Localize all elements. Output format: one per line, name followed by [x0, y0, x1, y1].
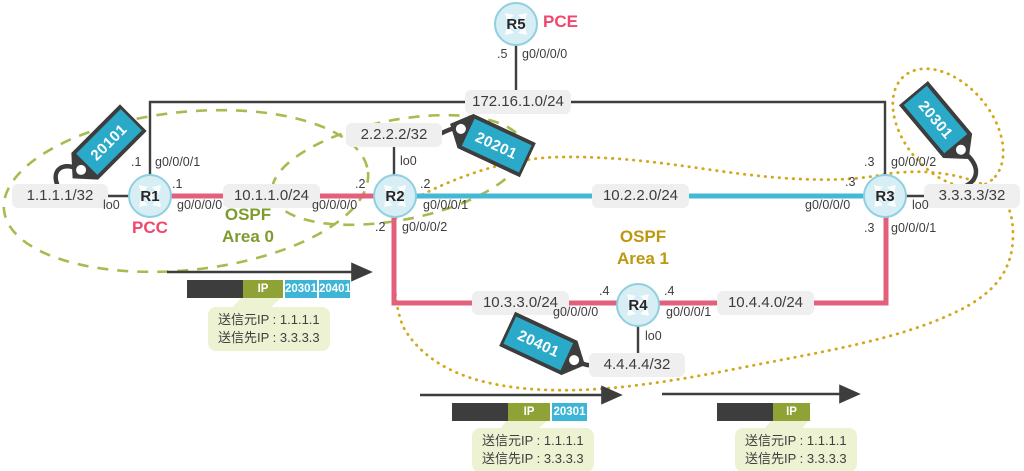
tag-hole	[454, 122, 467, 135]
router-icon	[139, 185, 161, 207]
if-r2-right: g0/0/0/1	[423, 198, 469, 212]
ospf-area0-line2: Area 0	[222, 227, 274, 246]
net-r2-r4: 10.3.3.0/24	[472, 291, 569, 315]
router-name: R4	[628, 296, 648, 314]
packet3-ip-header: IP	[773, 403, 810, 421]
if-r1-lo0: lo0	[103, 198, 120, 212]
callout-dst-ip: 送信先IP : 3.3.3.3	[482, 451, 584, 466]
role-pce-label: PCE	[543, 12, 578, 31]
if-num-r1-up: .1	[131, 155, 142, 169]
if-r3-up: g0/0/0/2	[891, 155, 937, 169]
router-r3: R3	[863, 174, 907, 218]
if-num-r4-right: .4	[664, 284, 675, 298]
packet3-callout: 送信元IP : 1.1.1.1 送信先IP : 3.3.3.3	[735, 428, 857, 471]
ospf-area1-outline	[391, 67, 1015, 392]
packet1-ip-header: IP	[243, 280, 283, 298]
packet1-callout: 送信元IP : 1.1.1.1 送信先IP : 3.3.3.3	[208, 307, 330, 351]
ospf-area1-line2: Area 1	[617, 249, 669, 268]
ospf-area0-label: OSPF Area 0	[188, 204, 308, 248]
callout-src-ip: 送信元IP : 1.1.1.1	[482, 433, 584, 448]
router-name: R3	[875, 187, 895, 205]
if-r4-right: g0/0/0/1	[666, 305, 712, 319]
if-num-r5: .5	[497, 47, 508, 61]
router-r5: R5	[494, 2, 538, 46]
if-num-r2-left: .2	[355, 177, 366, 191]
net-top: 172.16.1.0/24	[465, 90, 571, 114]
if-num-r1-right: .1	[172, 177, 183, 191]
if-num-r2-right: .2	[420, 177, 431, 191]
packet2-sid-20301: 20301	[552, 403, 587, 421]
if-num-r3-down: .3	[864, 221, 875, 235]
net-r2-r3: 10.2.2.0/24	[592, 184, 689, 208]
router-icon	[874, 185, 896, 207]
if-r2-left: g0/0/0/0	[312, 198, 358, 212]
if-r1-up: g0/0/0/1	[155, 155, 201, 169]
router-icon	[384, 185, 406, 207]
packet2-payload	[452, 403, 508, 421]
tag-hole	[74, 163, 88, 177]
tag-hole	[954, 143, 968, 157]
packet3-payload	[717, 403, 773, 421]
if-r3-down: g0/0/0/1	[891, 221, 937, 235]
net-loopback-r3: 3.3.3.3/32	[924, 184, 1020, 208]
net-loopback-r4: 4.4.4.4/32	[589, 353, 685, 377]
callout-src-ip: 送信元IP : 1.1.1.1	[218, 312, 320, 327]
if-r4-left: g0/0/0/0	[553, 305, 599, 319]
flow-arrows	[167, 262, 861, 405]
router-name: R5	[506, 15, 526, 33]
router-name: R1	[140, 187, 160, 205]
router-icon	[627, 294, 649, 316]
router-r1: R1	[128, 174, 172, 218]
callout-dst-ip: 送信先IP : 3.3.3.3	[218, 330, 320, 345]
packet2-callout: 送信元IP : 1.1.1.1 送信先IP : 3.3.3.3	[472, 428, 594, 471]
packet1-sid-20301: 20301	[285, 280, 317, 298]
ospf-area1-line1: OSPF	[619, 227, 667, 246]
if-r5: g0/0/0/0	[522, 47, 568, 61]
if-r2-down: g0/0/0/2	[402, 220, 448, 234]
if-r2-lo0: lo0	[400, 154, 417, 168]
ospf-area1-label: OSPF Area 1	[583, 226, 703, 270]
router-name: R2	[385, 187, 405, 205]
ospf-area0-line1: OSPF	[224, 205, 272, 224]
callout-dst-ip: 送信先IP : 3.3.3.3	[745, 451, 847, 466]
if-num-r4-left: .4	[599, 284, 610, 298]
tag-hole	[567, 353, 580, 366]
router-icon	[505, 13, 527, 35]
if-r3-left: g0/0/0/0	[805, 198, 851, 212]
if-num-r3-left: .3	[845, 175, 856, 189]
router-r4: R4	[616, 283, 660, 327]
if-num-r2-down: .2	[375, 220, 386, 234]
if-num-r3-up: .3	[864, 155, 875, 169]
packet1-payload	[187, 280, 243, 298]
role-pcc-label: PCC	[132, 218, 168, 237]
packet2-ip-header: IP	[508, 403, 550, 421]
router-r2: R2	[373, 174, 417, 218]
packet1-sid-20401: 20401	[319, 280, 351, 298]
if-r3-lo0: lo0	[912, 198, 929, 212]
if-r1-right: g0/0/0/0	[177, 198, 223, 212]
callout-src-ip: 送信元IP : 1.1.1.1	[745, 433, 847, 448]
net-loopback-r2: 2.2.2.2/32	[346, 123, 442, 147]
if-r4-lo0: lo0	[645, 329, 662, 343]
net-loopback-r1: 1.1.1.1/32	[12, 184, 108, 208]
net-r4-r3: 10.4.4.0/24	[717, 291, 814, 315]
net-r1-r2: 10.1.1.0/24	[223, 184, 320, 208]
